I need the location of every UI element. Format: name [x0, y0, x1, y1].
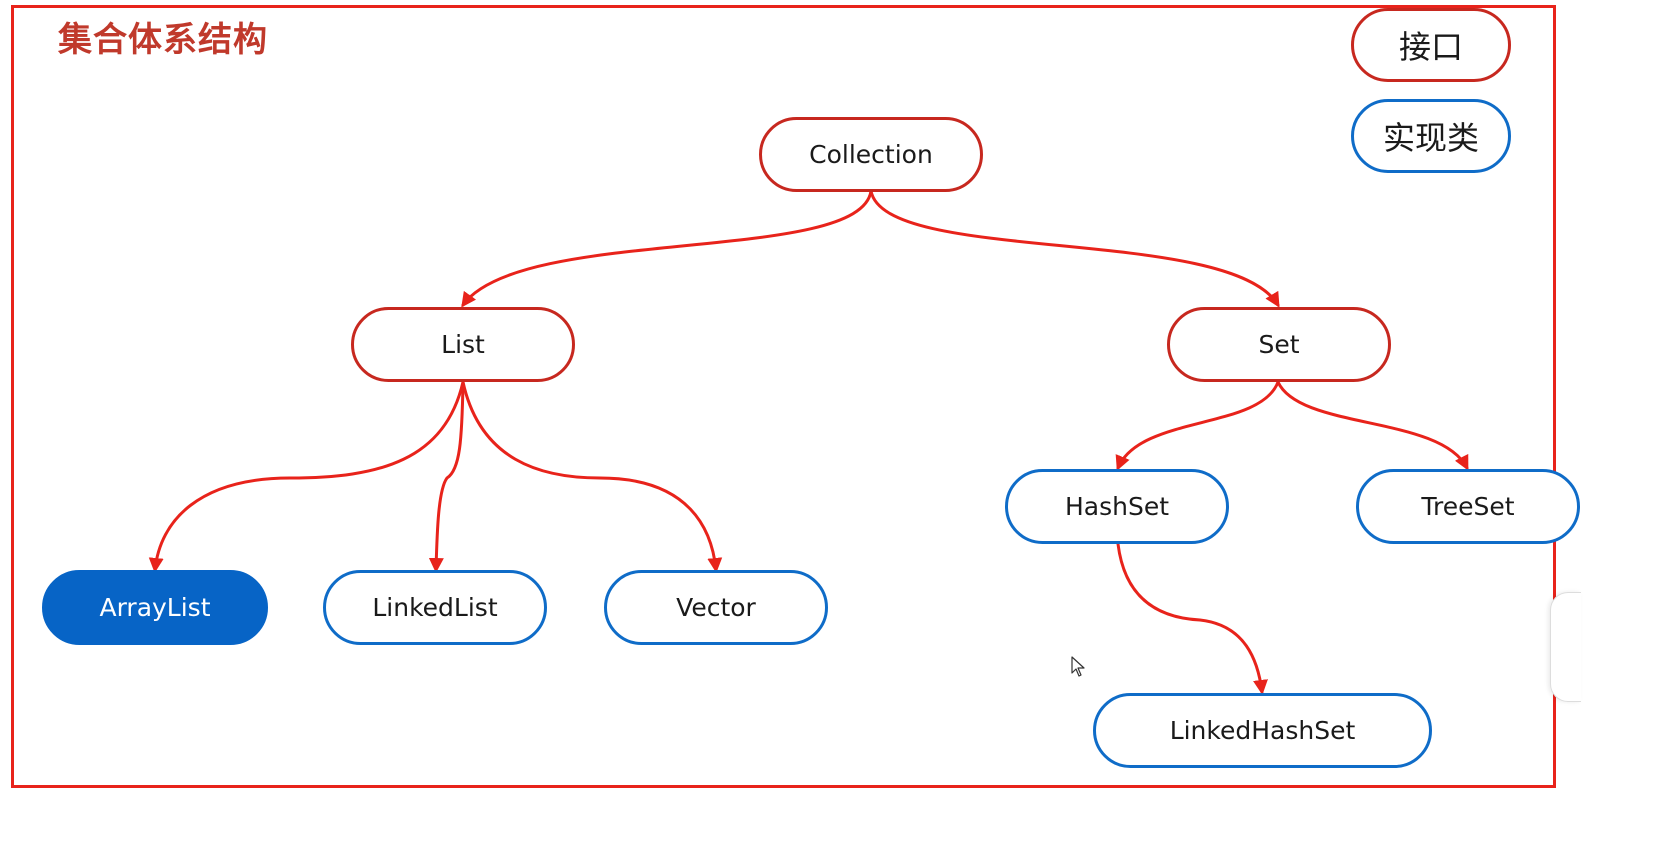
- legend-interface-label: 接口: [1398, 28, 1463, 66]
- legend-implementation-class: 实现类: [1351, 99, 1511, 173]
- node-arraylist-label: ArrayList: [99, 593, 211, 622]
- edge-list-arraylist: [148, 380, 465, 573]
- node-hashset-label: HashSet: [1064, 492, 1170, 521]
- node-treeset-label: TreeSet: [1421, 492, 1515, 521]
- legend-impl-label: 实现类: [1382, 119, 1479, 157]
- node-set: Set: [1167, 307, 1391, 382]
- node-collection-label: Collection: [809, 140, 933, 169]
- edge-hashset-linkedhashset: [1116, 542, 1268, 695]
- node-list: List: [351, 307, 575, 382]
- node-collection: Collection: [759, 117, 983, 192]
- legend-interface: 接口: [1351, 8, 1511, 82]
- node-treeset: TreeSet: [1356, 469, 1580, 544]
- edge-collection-list: [461, 189, 873, 308]
- node-vector: Vector: [604, 570, 828, 645]
- edge-collection-set: [869, 189, 1280, 308]
- node-linkedhashset: LinkedHashSet: [1093, 693, 1432, 768]
- edge-list-linkedlist: [428, 380, 465, 573]
- node-linkedhashset-label: LinkedHashSet: [1169, 716, 1356, 745]
- node-set-label: Set: [1258, 330, 1300, 359]
- mouse-cursor-icon: [1071, 656, 1085, 677]
- side-panel-tab[interactable]: [1550, 592, 1581, 702]
- node-list-label: List: [441, 330, 485, 359]
- node-arraylist: ArrayList: [42, 570, 268, 645]
- slide-frame: [11, 5, 1556, 788]
- edge-set-treeset: [1276, 380, 1469, 471]
- node-linkedlist-label: LinkedList: [372, 593, 498, 622]
- node-hashset: HashSet: [1005, 469, 1229, 544]
- diagram-title: 集合体系结构: [58, 20, 268, 60]
- node-linkedlist: LinkedList: [323, 570, 547, 645]
- edge-set-hashset: [1115, 380, 1280, 471]
- edge-list-vector: [461, 380, 723, 573]
- node-vector-label: Vector: [676, 593, 756, 622]
